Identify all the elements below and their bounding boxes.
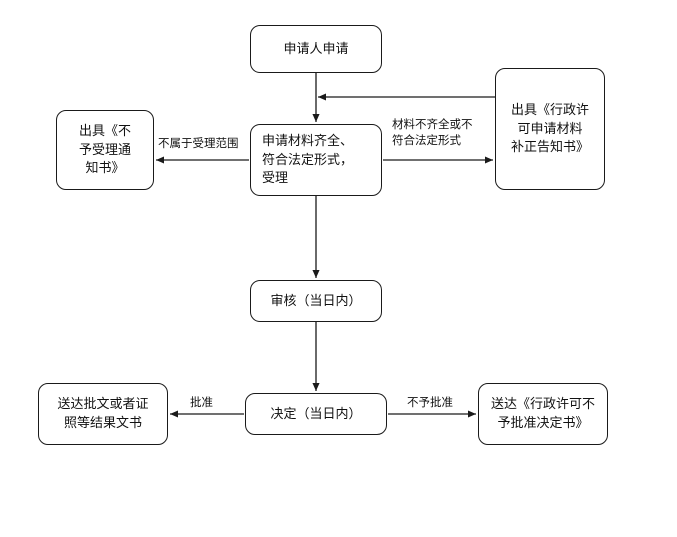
node-deliver-approval-documents[interactable]: 送达批文或者证照等结果文书 [38, 383, 168, 445]
node-text-line: 送达《行政许可不 [490, 396, 595, 412]
node-text-line: 符合法定形式， [262, 151, 354, 167]
node-text-line: 可申请材料 [517, 120, 583, 136]
edge-label-line: 符合法定形式 [392, 134, 461, 147]
edge-label-not-in-scope: 不属于受理范围 [158, 137, 239, 153]
node-materials-complete-accept[interactable]: 申请材料齐全、符合法定形式， 受理 [250, 124, 382, 196]
node-text-line: 予批准决定书》 [497, 415, 589, 430]
node-text-line: 补正告知书》 [510, 139, 589, 155]
edge-label-line: 材料不齐全或不 [392, 119, 473, 131]
node-text-line: 出具《行政许 [510, 101, 589, 117]
node-text-line: 照等结果文书 [63, 415, 142, 430]
node-text-line: 送达批文或者证 [57, 396, 149, 412]
edge-label-approved: 批准 [190, 396, 213, 412]
node-issue-supplement-notice[interactable]: 出具《行政许可申请材料补正告知书》 [495, 68, 605, 190]
node-review-same-day[interactable]: 审核（当日内） [250, 280, 382, 322]
node-applicant-application[interactable]: 申请人申请 [250, 25, 382, 73]
node-issue-non-acceptance-notice[interactable]: 出具《不予受理通知书》 [56, 110, 154, 190]
edge-label-line: 不予批准 [407, 397, 453, 409]
node-text-line: 知书》 [85, 160, 125, 176]
node-text-line: 出具《不 [78, 122, 131, 138]
edge-label-not-approved: 不予批准 [407, 396, 453, 412]
edge-label-line: 批准 [190, 397, 213, 409]
node-deliver-rejection-decision[interactable]: 送达《行政许可不予批准决定书》 [478, 383, 608, 445]
node-text-line: 申请人申请 [283, 40, 349, 56]
node-text-line: 决定（当日内） [270, 405, 362, 421]
node-decision-same-day[interactable]: 决定（当日内） [245, 393, 387, 435]
node-text-line: 受理 [262, 170, 289, 186]
node-text-line: 审核（当日内） [270, 292, 362, 308]
node-text-line: 申请材料齐全、 [262, 132, 354, 148]
node-text-line: 予受理通 [78, 141, 131, 157]
edge-label-line: 不属于受理范围 [158, 138, 239, 150]
edge-label-incomplete-materials: 材料不齐全或不符合法定形式 [392, 118, 473, 149]
